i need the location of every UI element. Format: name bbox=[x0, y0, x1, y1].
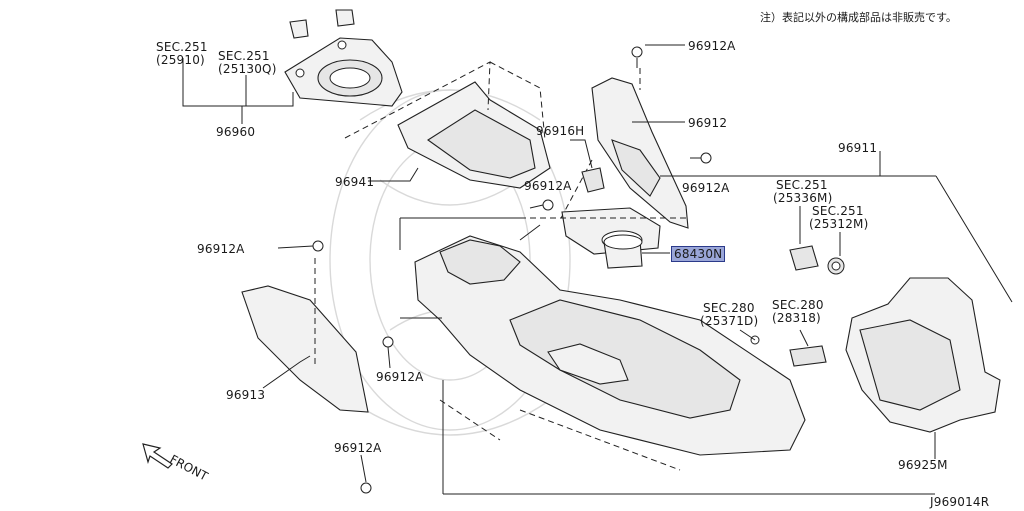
leader-sec251-sockets bbox=[799, 206, 841, 256]
label-96912a-top: 96912A bbox=[688, 39, 736, 53]
dashed-96941 bbox=[344, 61, 546, 141]
leader-96912a-low bbox=[387, 346, 391, 369]
label-sec251-25910-line2: (25910) bbox=[156, 53, 205, 67]
diagram-id: J969014R bbox=[930, 495, 990, 509]
label-sec280-28318-line1: SEC.280 bbox=[772, 298, 824, 312]
label-96960: 96960 bbox=[216, 125, 256, 139]
leader-96912a-bottom bbox=[360, 454, 367, 483]
part-96912-trim bbox=[591, 77, 689, 229]
part-96960-bezel bbox=[284, 9, 403, 107]
part-96925m-bin bbox=[845, 277, 1001, 433]
label-96925m: 96925M bbox=[898, 458, 948, 472]
label-sec251-25336m-line1: SEC.251 bbox=[776, 178, 828, 192]
leader-96960-a bbox=[182, 58, 294, 107]
leader-96912a-left bbox=[277, 245, 314, 249]
dashed-96911 bbox=[400, 217, 690, 471]
label-96911: 96911 bbox=[838, 141, 878, 155]
label-96913: 96913 bbox=[226, 388, 266, 402]
part-96911-console bbox=[414, 235, 806, 456]
leader-96941 bbox=[368, 167, 419, 182]
label-96912a-left: 96912A bbox=[197, 242, 245, 256]
leader-sec280 bbox=[739, 329, 809, 347]
label-96912a-mid-right: 96912A bbox=[682, 181, 730, 195]
dashed-96912 bbox=[559, 68, 641, 221]
label-96912a-low: 96912A bbox=[376, 370, 424, 384]
label-96912a-mid-left: 96912A bbox=[524, 179, 572, 193]
label-sec251-25130q-line1: SEC.251 bbox=[218, 49, 270, 63]
note-text: 注）表記以外の構成部品は非販売です。 bbox=[760, 11, 957, 24]
part-96913-side-panel bbox=[241, 285, 369, 413]
label-96912: 96912 bbox=[688, 116, 728, 130]
part-96941-surround bbox=[397, 81, 551, 189]
label-96941: 96941 bbox=[335, 175, 375, 189]
label-sec251-25336m-line2: (25336M) bbox=[773, 191, 833, 205]
part-sec280-switch bbox=[750, 335, 827, 367]
label-sec251-25312m-line1: SEC.251 bbox=[812, 204, 864, 218]
label-96912a-bottom: 96912A bbox=[334, 441, 382, 455]
leader-96913 bbox=[262, 355, 311, 389]
console-frame-bottom bbox=[442, 380, 935, 495]
part-68430n-ashtray bbox=[603, 234, 643, 269]
console-frame-right bbox=[519, 175, 1013, 303]
label-sec251-25312m-line2: (25312M) bbox=[809, 217, 869, 231]
label-68430n-highlighted[interactable]: 68430N bbox=[671, 246, 726, 262]
part-96916h-clip bbox=[570, 139, 605, 193]
label-96916h: 96916H bbox=[536, 124, 585, 138]
label-sec251-25130q-line2: (25130Q) bbox=[218, 62, 277, 76]
front-arrow-icon bbox=[142, 443, 173, 469]
part-socket-pair bbox=[789, 245, 845, 275]
label-sec251-25910-line1: SEC.251 bbox=[156, 40, 208, 54]
label-sec280-25371d-line1: SEC.280 bbox=[703, 301, 755, 315]
leader-96912a-mid-left bbox=[529, 204, 544, 209]
label-sec280-25371d-line2: (25371D) bbox=[700, 314, 759, 328]
label-sec280-28318-line2: (28318) bbox=[772, 311, 821, 325]
